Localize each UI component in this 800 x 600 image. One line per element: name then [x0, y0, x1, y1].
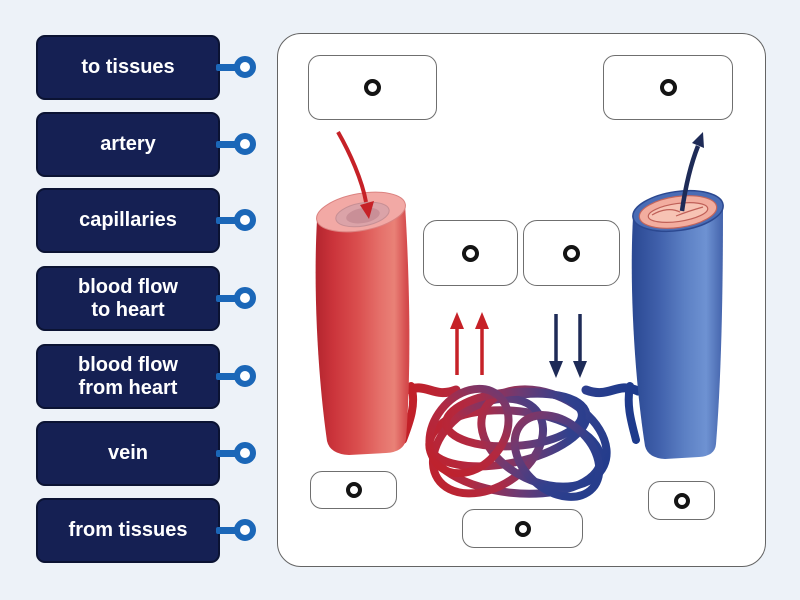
label-text: vein [107, 442, 149, 465]
slot-ring-icon [462, 244, 479, 262]
label-box[interactable]: from tissues [36, 498, 220, 563]
label-tile-blood-flow-from-heart[interactable]: blood flow from heart [36, 344, 268, 409]
label-text: blood flow from heart [78, 354, 178, 399]
connector-ring-icon [234, 287, 256, 309]
slot-ring-icon [514, 520, 531, 537]
label-box[interactable]: blood flow to heart [36, 266, 220, 331]
label-box[interactable]: blood flow from heart [36, 344, 220, 409]
connector-ring-icon [234, 209, 256, 231]
connector-line [216, 373, 238, 380]
label-text: from tissues [68, 519, 188, 542]
connector-ring-icon [234, 442, 256, 464]
slot-ring-icon [563, 244, 580, 262]
label-box[interactable]: capillaries [36, 188, 220, 253]
label-tile-vein[interactable]: vein [36, 421, 268, 486]
label-box[interactable]: artery [36, 112, 220, 177]
label-tile-to-tissues[interactable]: to tissues [36, 35, 268, 100]
connector-line [216, 217, 238, 224]
label-tile-capillaries[interactable]: capillaries [36, 188, 268, 253]
slot-mid-right[interactable] [523, 220, 620, 286]
slot-bottom-left[interactable] [310, 471, 397, 509]
connector-ring-icon [234, 133, 256, 155]
slot-mid-left[interactable] [423, 220, 518, 286]
label-tile-blood-flow-to-heart[interactable]: blood flow to heart [36, 266, 268, 331]
connector-line [216, 141, 238, 148]
connector-ring-icon [234, 365, 256, 387]
label-text: to tissues [81, 56, 175, 79]
connector-line [216, 450, 238, 457]
label-tile-from-tissues[interactable]: from tissues [36, 498, 268, 563]
slot-ring-icon [659, 79, 677, 96]
slot-top-left[interactable] [308, 55, 437, 120]
connector-ring-icon [234, 56, 256, 78]
slot-ring-icon [673, 492, 690, 509]
slot-ring-icon [345, 482, 362, 498]
label-text: artery [100, 133, 156, 156]
slot-ring-icon [364, 79, 381, 96]
label-text: blood flow to heart [78, 276, 178, 321]
connector-ring-icon [234, 519, 256, 541]
slot-bottom-right[interactable] [648, 481, 715, 520]
connector-line [216, 64, 238, 71]
label-text: capillaries [79, 209, 177, 232]
label-box[interactable]: vein [36, 421, 220, 486]
connector-line [216, 527, 238, 534]
slot-top-right[interactable] [603, 55, 733, 120]
connector-line [216, 295, 238, 302]
label-tile-artery[interactable]: artery [36, 112, 268, 177]
slot-bottom-center[interactable] [462, 509, 583, 548]
label-box[interactable]: to tissues [36, 35, 220, 100]
